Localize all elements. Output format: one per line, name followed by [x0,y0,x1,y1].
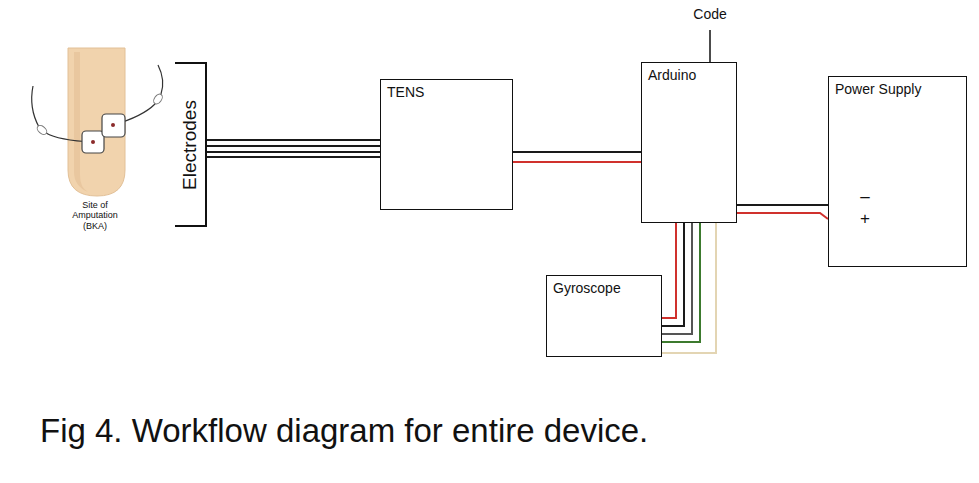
box-title: TENS [381,80,430,104]
limb-shading [74,52,88,192]
wire [737,204,828,206]
bracket-label: Electrodes [179,100,201,190]
box-title: Power Supply [829,77,927,101]
wire [662,223,684,326]
box-title: Arduino [642,63,702,87]
wire-bundle [737,205,828,219]
lead-clip [36,124,49,136]
wire-bundle [662,223,716,353]
process-box: Gyroscope [546,275,662,357]
figure-caption: Fig 4. Workflow diagram for entire devic… [40,412,648,450]
wire [207,156,380,158]
process-box: TENS [380,79,513,210]
box-title: Gyroscope [547,276,627,300]
wire [662,223,692,334]
electrode-dot [91,140,95,144]
wire [207,145,380,147]
electrode-lead [32,86,39,127]
wire-bundle [513,152,641,162]
process-box: Power Supply [828,76,967,267]
terminal-sign: – [857,187,873,207]
process-box: Arduino [641,62,737,223]
wire [207,151,380,153]
wire [207,139,380,141]
wire-bundle [207,140,380,157]
site-label: Site of Amputation (BKA) [60,200,130,231]
wire [662,223,676,318]
electrode-lead [158,65,163,94]
wire [513,161,641,163]
electrode-pad [102,114,125,137]
electrode-pad [82,131,104,153]
wire [662,223,716,353]
residual-limb [68,48,125,196]
wire [662,223,700,342]
lead-clip [152,92,164,105]
electrode-bracket: Electrodes [175,62,207,227]
wire [513,151,641,153]
terminal-sign: + [857,209,873,229]
electrode-dot [111,123,115,127]
code-line [709,30,711,62]
code-label: Code [680,6,740,22]
wire [737,213,828,219]
